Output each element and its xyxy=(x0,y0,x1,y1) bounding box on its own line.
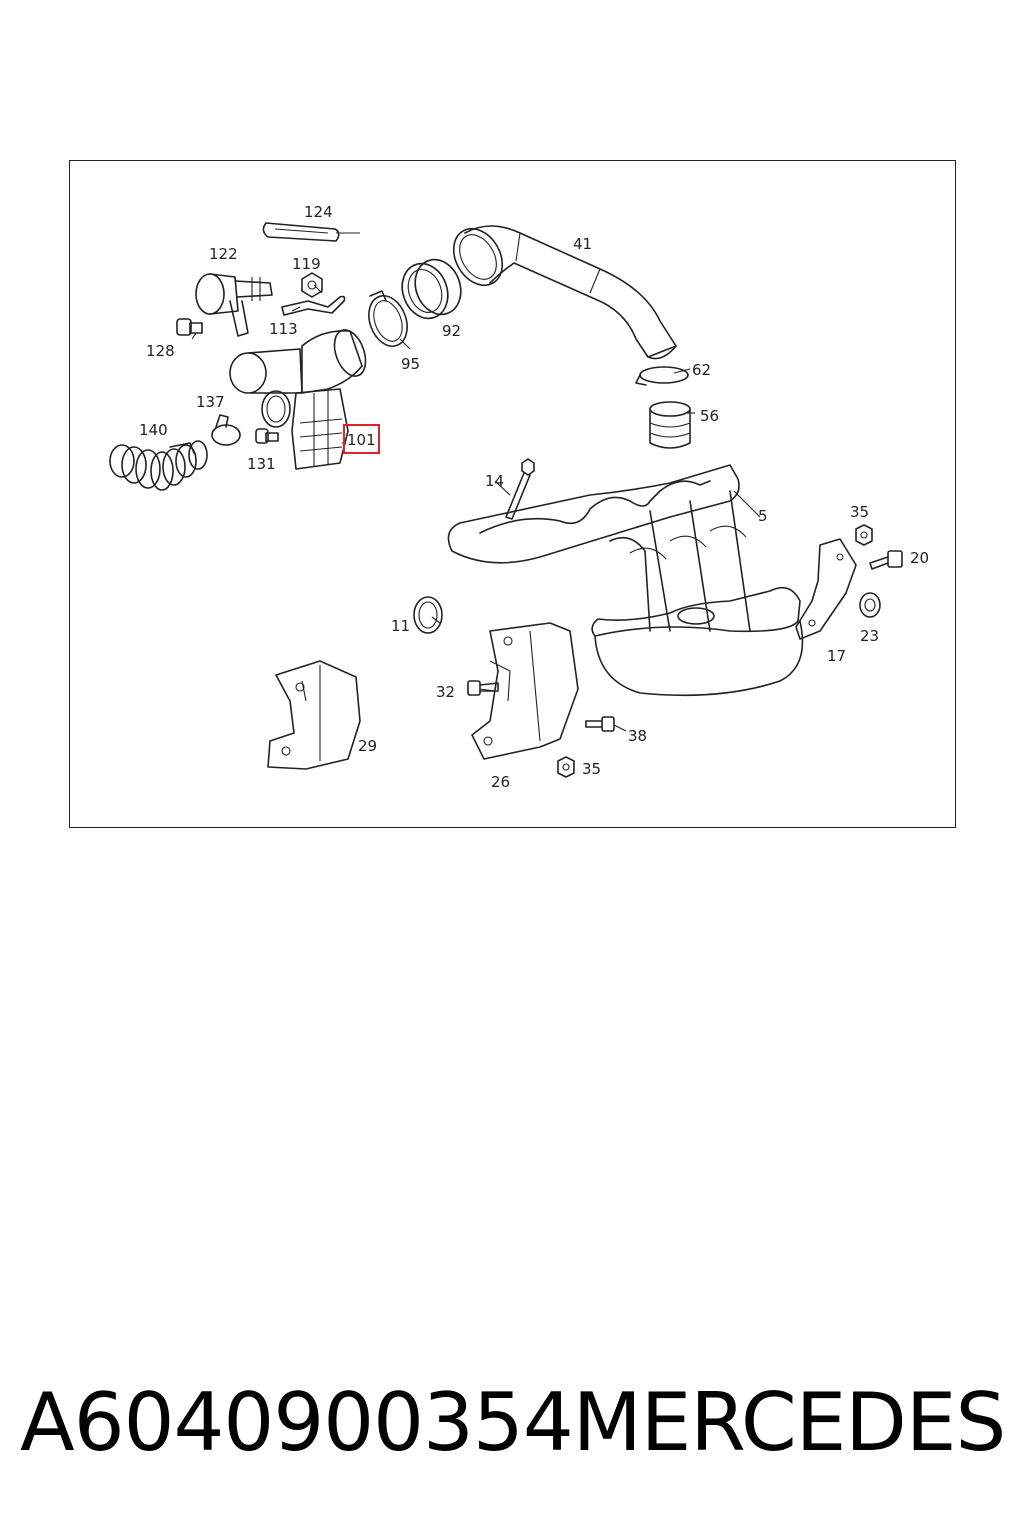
part-62-clamp xyxy=(635,366,689,386)
callout-29: 29 xyxy=(358,737,377,755)
part-number: A6040900354 xyxy=(20,1375,574,1469)
callout-122: 122 xyxy=(209,245,238,263)
highlight-box-101 xyxy=(343,424,380,454)
footer-caption: A6040900354 MERCEDES xyxy=(20,1372,1007,1472)
part-35-nut-bottom xyxy=(557,756,575,778)
callout-20: 20 xyxy=(910,549,929,567)
part-35-nut-top xyxy=(855,524,873,546)
callout-92: 92 xyxy=(442,322,461,340)
callout-17: 17 xyxy=(827,647,846,665)
callout-113: 113 xyxy=(269,320,298,338)
part-131-fitting xyxy=(255,428,279,444)
callout-38: 38 xyxy=(628,727,647,745)
callout-62: 62 xyxy=(692,361,711,379)
callout-5: 5 xyxy=(758,507,768,525)
part-119-nut xyxy=(301,272,323,298)
part-17-bracket xyxy=(795,538,857,640)
callout-35-bottom: 35 xyxy=(582,760,601,778)
callout-26: 26 xyxy=(491,773,510,791)
part-11-seal xyxy=(413,596,443,634)
callout-140: 140 xyxy=(139,421,168,439)
callout-11: 11 xyxy=(391,617,410,635)
callout-35-top: 35 xyxy=(850,503,869,521)
part-124-bracket xyxy=(262,222,340,242)
part-23-grommet xyxy=(859,592,881,618)
brand-name: MERCEDES xyxy=(572,1375,1007,1469)
callout-41: 41 xyxy=(573,235,592,253)
callout-137: 137 xyxy=(196,393,225,411)
part-101-throttle-housing xyxy=(229,329,367,470)
part-32-bolt xyxy=(467,680,499,696)
part-20-bolt xyxy=(869,550,903,570)
parts-diagram: 124 122 119 41 113 92 128 95 62 137 56 1… xyxy=(109,203,929,791)
callout-124: 124 xyxy=(304,203,333,221)
part-92-seal xyxy=(401,258,462,320)
part-140-hose xyxy=(109,440,208,491)
part-95-clamp xyxy=(368,290,408,347)
callout-23: 23 xyxy=(860,627,879,645)
callout-32: 32 xyxy=(436,683,455,701)
leader-lines xyxy=(191,232,761,732)
part-56-sleeve xyxy=(649,401,691,449)
callout-101: 101 xyxy=(347,431,376,449)
part-38-bolt xyxy=(585,716,615,732)
part-26-bracket xyxy=(471,622,579,760)
part-29-bracket xyxy=(267,660,361,770)
callout-131: 131 xyxy=(247,455,276,473)
part-5-manifold xyxy=(447,464,804,697)
callout-14: 14 xyxy=(485,472,504,490)
callout-128: 128 xyxy=(146,342,175,360)
part-122-actuator xyxy=(195,273,273,337)
callout-119: 119 xyxy=(292,255,321,273)
part-128-fitting xyxy=(176,318,203,336)
part-137-clamp xyxy=(211,414,241,446)
callout-95: 95 xyxy=(401,355,420,373)
part-14-bolt xyxy=(505,458,535,520)
part-113-linkage xyxy=(281,295,346,316)
callout-56: 56 xyxy=(700,407,719,425)
parts-diagram-frame: 124 122 119 41 113 92 128 95 62 137 56 1… xyxy=(69,160,956,828)
part-41-pipe xyxy=(452,225,677,360)
